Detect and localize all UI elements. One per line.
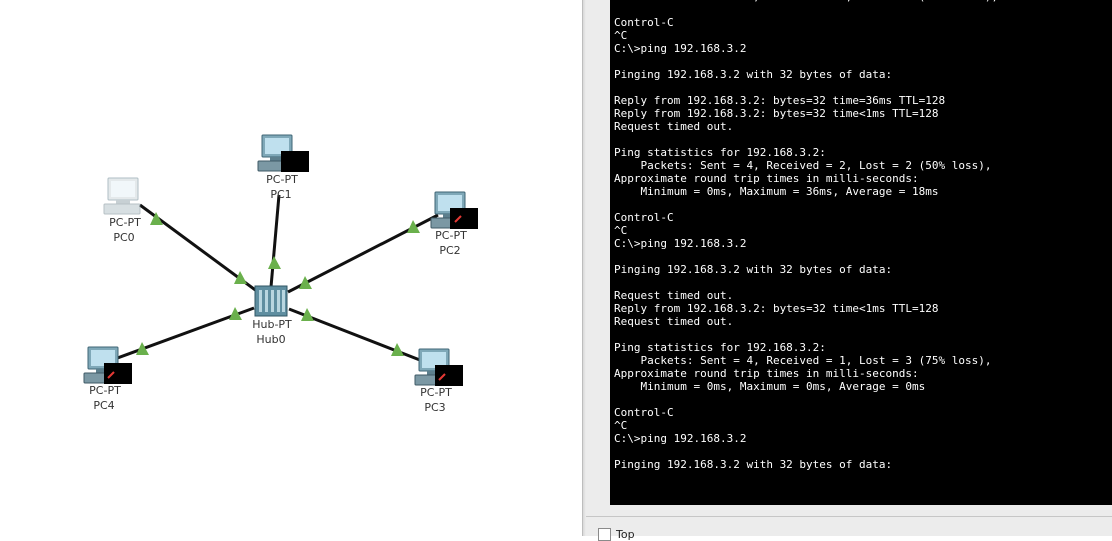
top-checkbox[interactable] (598, 528, 611, 541)
device-type-label: PC-PT (420, 386, 452, 399)
link-up-triangle (150, 212, 163, 225)
device-pc3[interactable]: PC-PT PC3 (414, 348, 463, 414)
top-checkbox-label: Top (616, 528, 635, 541)
link-up-triangle (301, 308, 314, 321)
terminal-output: Packets: Sent = 1, Received = 0, Lost = … (614, 0, 998, 471)
link-up-triangle (391, 343, 404, 356)
error-mark-icon (107, 371, 115, 379)
device-pc0[interactable]: PC-PT PC0 (103, 177, 141, 244)
link-pc4-hub0[interactable] (111, 306, 255, 362)
device-type-label: Hub-PT (252, 318, 292, 331)
link-up-triangle (299, 276, 312, 289)
link-up-triangle (407, 220, 420, 233)
link-up-triangle (136, 342, 149, 355)
device-name-label: PC0 (113, 231, 134, 244)
device-type-label: PC-PT (109, 216, 141, 229)
hub-icon (254, 285, 288, 317)
link-pc1-hub0[interactable] (269, 194, 281, 288)
pc-icon (103, 177, 141, 215)
window-divider (582, 0, 587, 536)
device-hub0[interactable]: Hub-PT Hub0 (252, 285, 292, 346)
device-name-label: PC2 (439, 244, 460, 257)
link-up-triangle (229, 307, 242, 320)
link-up-triangle (234, 271, 247, 284)
device-pc2[interactable]: PC-PT PC2 (430, 191, 478, 257)
device-type-label: PC-PT (266, 173, 298, 186)
console-window-thumbnail (435, 365, 463, 386)
link-status-indicators (136, 212, 420, 356)
device-pc1[interactable]: PC-PT PC1 (257, 134, 309, 201)
device-name-label: Hub0 (256, 333, 285, 346)
error-mark-icon (438, 373, 446, 381)
logical-workspace[interactable]: PC-PT PC0 PC-PT PC1 PC- (0, 0, 582, 536)
device-name-label: PC4 (93, 399, 114, 412)
console-window-thumbnail (450, 208, 478, 229)
device-pc4[interactable]: PC-PT PC4 (83, 346, 132, 412)
command-prompt-terminal[interactable]: Packets: Sent = 1, Received = 0, Lost = … (610, 0, 1112, 505)
pc-command-prompt-window: Packets: Sent = 1, Received = 0, Lost = … (586, 0, 1112, 541)
device-name-label: PC1 (270, 188, 291, 201)
device-type-label: PC-PT (435, 229, 467, 242)
device-name-label: PC3 (424, 401, 445, 414)
link-up-triangle (268, 256, 281, 269)
window-separator (586, 516, 1112, 517)
console-window-thumbnail (104, 363, 132, 384)
error-mark-icon (454, 215, 462, 223)
topology-canvas[interactable]: PC-PT PC0 PC-PT PC1 PC- (0, 0, 582, 536)
console-window-thumbnail (281, 151, 309, 172)
device-type-label: PC-PT (89, 384, 121, 397)
